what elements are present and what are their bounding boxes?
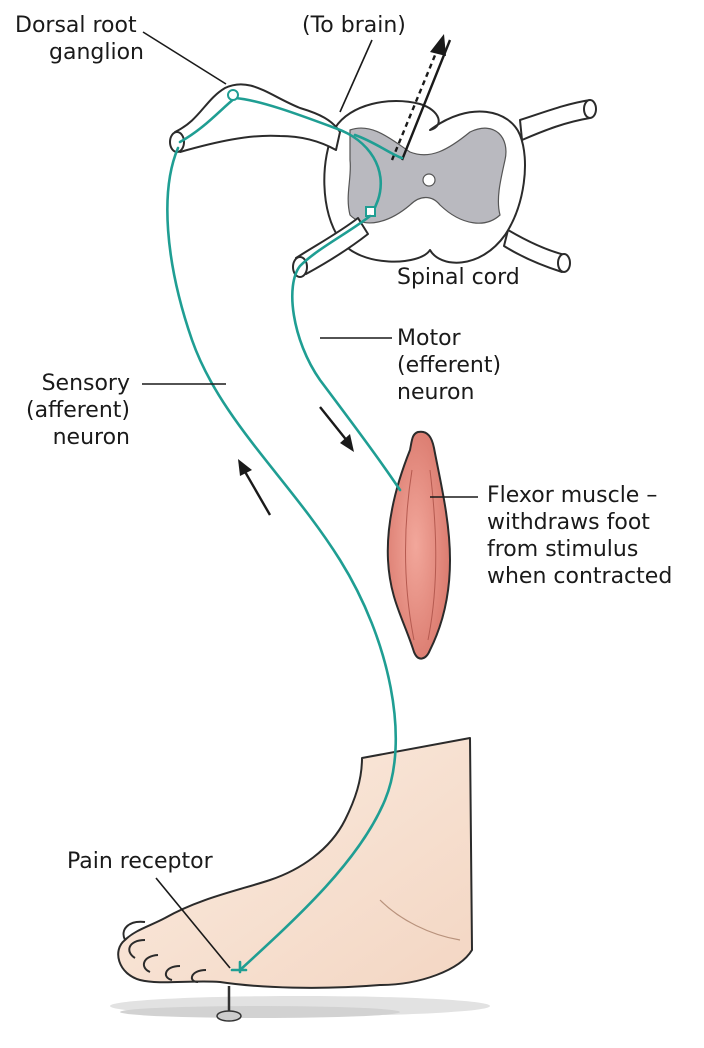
label-to-brain: (To brain) [302, 12, 406, 39]
label-flexor-line1: Flexor muscle – [487, 482, 672, 509]
label-flexor-line2: withdraws foot [487, 509, 672, 536]
label-spinal-cord-text: Spinal cord [397, 264, 520, 291]
sensory-direction-arrow [238, 459, 270, 515]
label-pain-receptor-text: Pain receptor [67, 848, 213, 875]
leader-ganglion [143, 32, 226, 84]
label-sensory-neuron: Sensory (afferent) neuron [20, 370, 130, 451]
right-dorsal-root [520, 100, 590, 140]
motor-direction-arrow [320, 407, 354, 452]
label-sensory-line1: Sensory [20, 370, 130, 397]
label-dorsal-root-ganglion-line2: ganglion [15, 39, 144, 66]
ground-texture [110, 996, 490, 1018]
label-dorsal-root-ganglion-line1: Dorsal root [15, 12, 144, 39]
label-sensory-line2: (afferent) [20, 397, 130, 424]
label-motor-line2: (efferent) [397, 352, 501, 379]
ganglion-cell [228, 90, 238, 100]
left-dorsal-root [175, 84, 340, 152]
label-pain-receptor: Pain receptor [67, 848, 213, 875]
label-flexor-muscle: Flexor muscle – withdraws foot from stim… [487, 482, 672, 590]
foot [110, 738, 490, 1021]
label-motor-line1: Motor [397, 325, 501, 352]
label-flexor-line3: from stimulus [487, 536, 672, 563]
label-motor-neuron: Motor (efferent) neuron [397, 325, 501, 406]
label-to-brain-text: (To brain) [302, 12, 406, 39]
muscle-belly [388, 432, 450, 659]
label-sensory-line3: neuron [20, 424, 130, 451]
flexor-muscle [388, 432, 450, 659]
motor-cell-body [366, 207, 375, 216]
label-spinal-cord: Spinal cord [397, 264, 520, 291]
label-motor-line3: neuron [397, 379, 501, 406]
leader-to-brain [340, 40, 372, 112]
label-flexor-line4: when contracted [487, 563, 672, 590]
spinal-cord-section [170, 84, 596, 277]
central-canal [423, 174, 435, 186]
label-dorsal-root-ganglion: Dorsal root ganglion [15, 12, 144, 66]
